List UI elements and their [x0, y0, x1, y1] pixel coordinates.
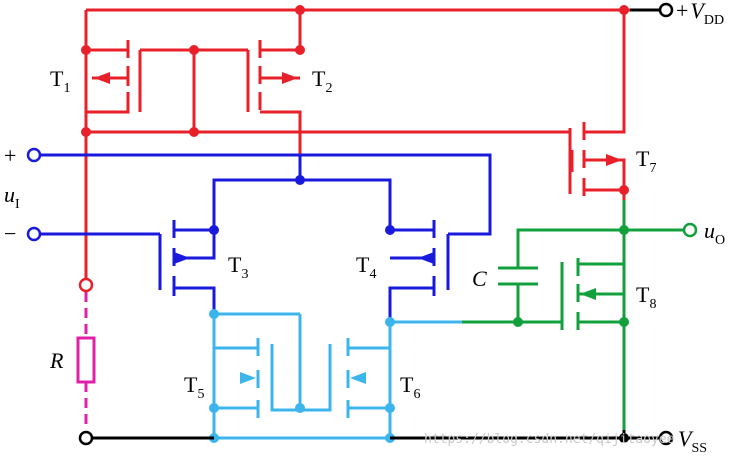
t3-t4-source — [174, 178, 392, 260]
green-network — [462, 200, 690, 430]
vdd-terminal — [658, 2, 674, 18]
t2-drain — [260, 110, 302, 178]
vss-label: VSS — [678, 426, 707, 456]
t7-source — [584, 10, 626, 134]
t4-drain — [388, 286, 434, 322]
t8-arrow — [580, 288, 596, 300]
cyan-network — [212, 312, 462, 440]
output-terminal — [682, 222, 698, 238]
capacitor-label: C — [472, 266, 487, 291]
t6-drain-source — [348, 346, 390, 410]
blue-junctions — [209, 175, 395, 235]
t4-body — [390, 228, 434, 260]
t8-label: T8 — [636, 282, 656, 312]
red-network — [84, 8, 660, 278]
t6-label: T6 — [400, 372, 420, 402]
plus-input-wire — [40, 153, 492, 236]
resistor-body — [76, 336, 96, 384]
plus-sign: + — [4, 143, 16, 168]
vdd-label: +VDD — [676, 0, 724, 28]
red-junctions — [81, 5, 629, 195]
resistor-bottom-terminal — [78, 430, 94, 446]
red-arrows — [94, 72, 622, 166]
t1-drain-lead — [86, 94, 130, 114]
t1-arrow — [94, 72, 110, 84]
t5-drain-source — [214, 346, 258, 410]
t6-arrow — [350, 372, 366, 384]
t1-source — [84, 10, 130, 58]
t3-label: T3 — [228, 252, 248, 282]
t1-label: T1 — [50, 66, 70, 96]
watermark: https://blog.csdn.net/qijitaoyee — [424, 432, 675, 447]
t2-arrow — [282, 72, 298, 84]
t4-arrow — [418, 252, 434, 264]
t3-drain — [174, 286, 216, 314]
blue-network — [40, 153, 492, 322]
cyan-junctions — [209, 309, 395, 443]
t4-label: T4 — [356, 252, 376, 282]
resistor-top-terminal — [78, 277, 94, 293]
green-junctions — [513, 225, 629, 327]
t7-body — [584, 158, 626, 192]
t5-arrow — [240, 372, 256, 384]
cyan-arrows — [240, 372, 366, 384]
t7-label: T7 — [636, 146, 656, 176]
minus-sign: − — [4, 221, 16, 246]
vss-junction — [619, 433, 629, 443]
t2-label: T2 — [312, 66, 332, 96]
capacitor-plates — [498, 266, 538, 286]
ui-label: uI — [4, 182, 20, 212]
blue-arrows — [174, 252, 434, 264]
t3-arrow — [174, 252, 190, 264]
resistor-label: R — [49, 348, 64, 373]
t7-arrow — [606, 154, 622, 166]
vss-terminal — [658, 430, 674, 446]
t2-source — [260, 10, 302, 52]
uo-label: uO — [704, 218, 725, 248]
capacitor-wire — [516, 228, 624, 322]
t5-label: T5 — [184, 372, 204, 402]
plus-input-terminal — [26, 147, 42, 163]
minus-input-terminal — [26, 226, 42, 242]
